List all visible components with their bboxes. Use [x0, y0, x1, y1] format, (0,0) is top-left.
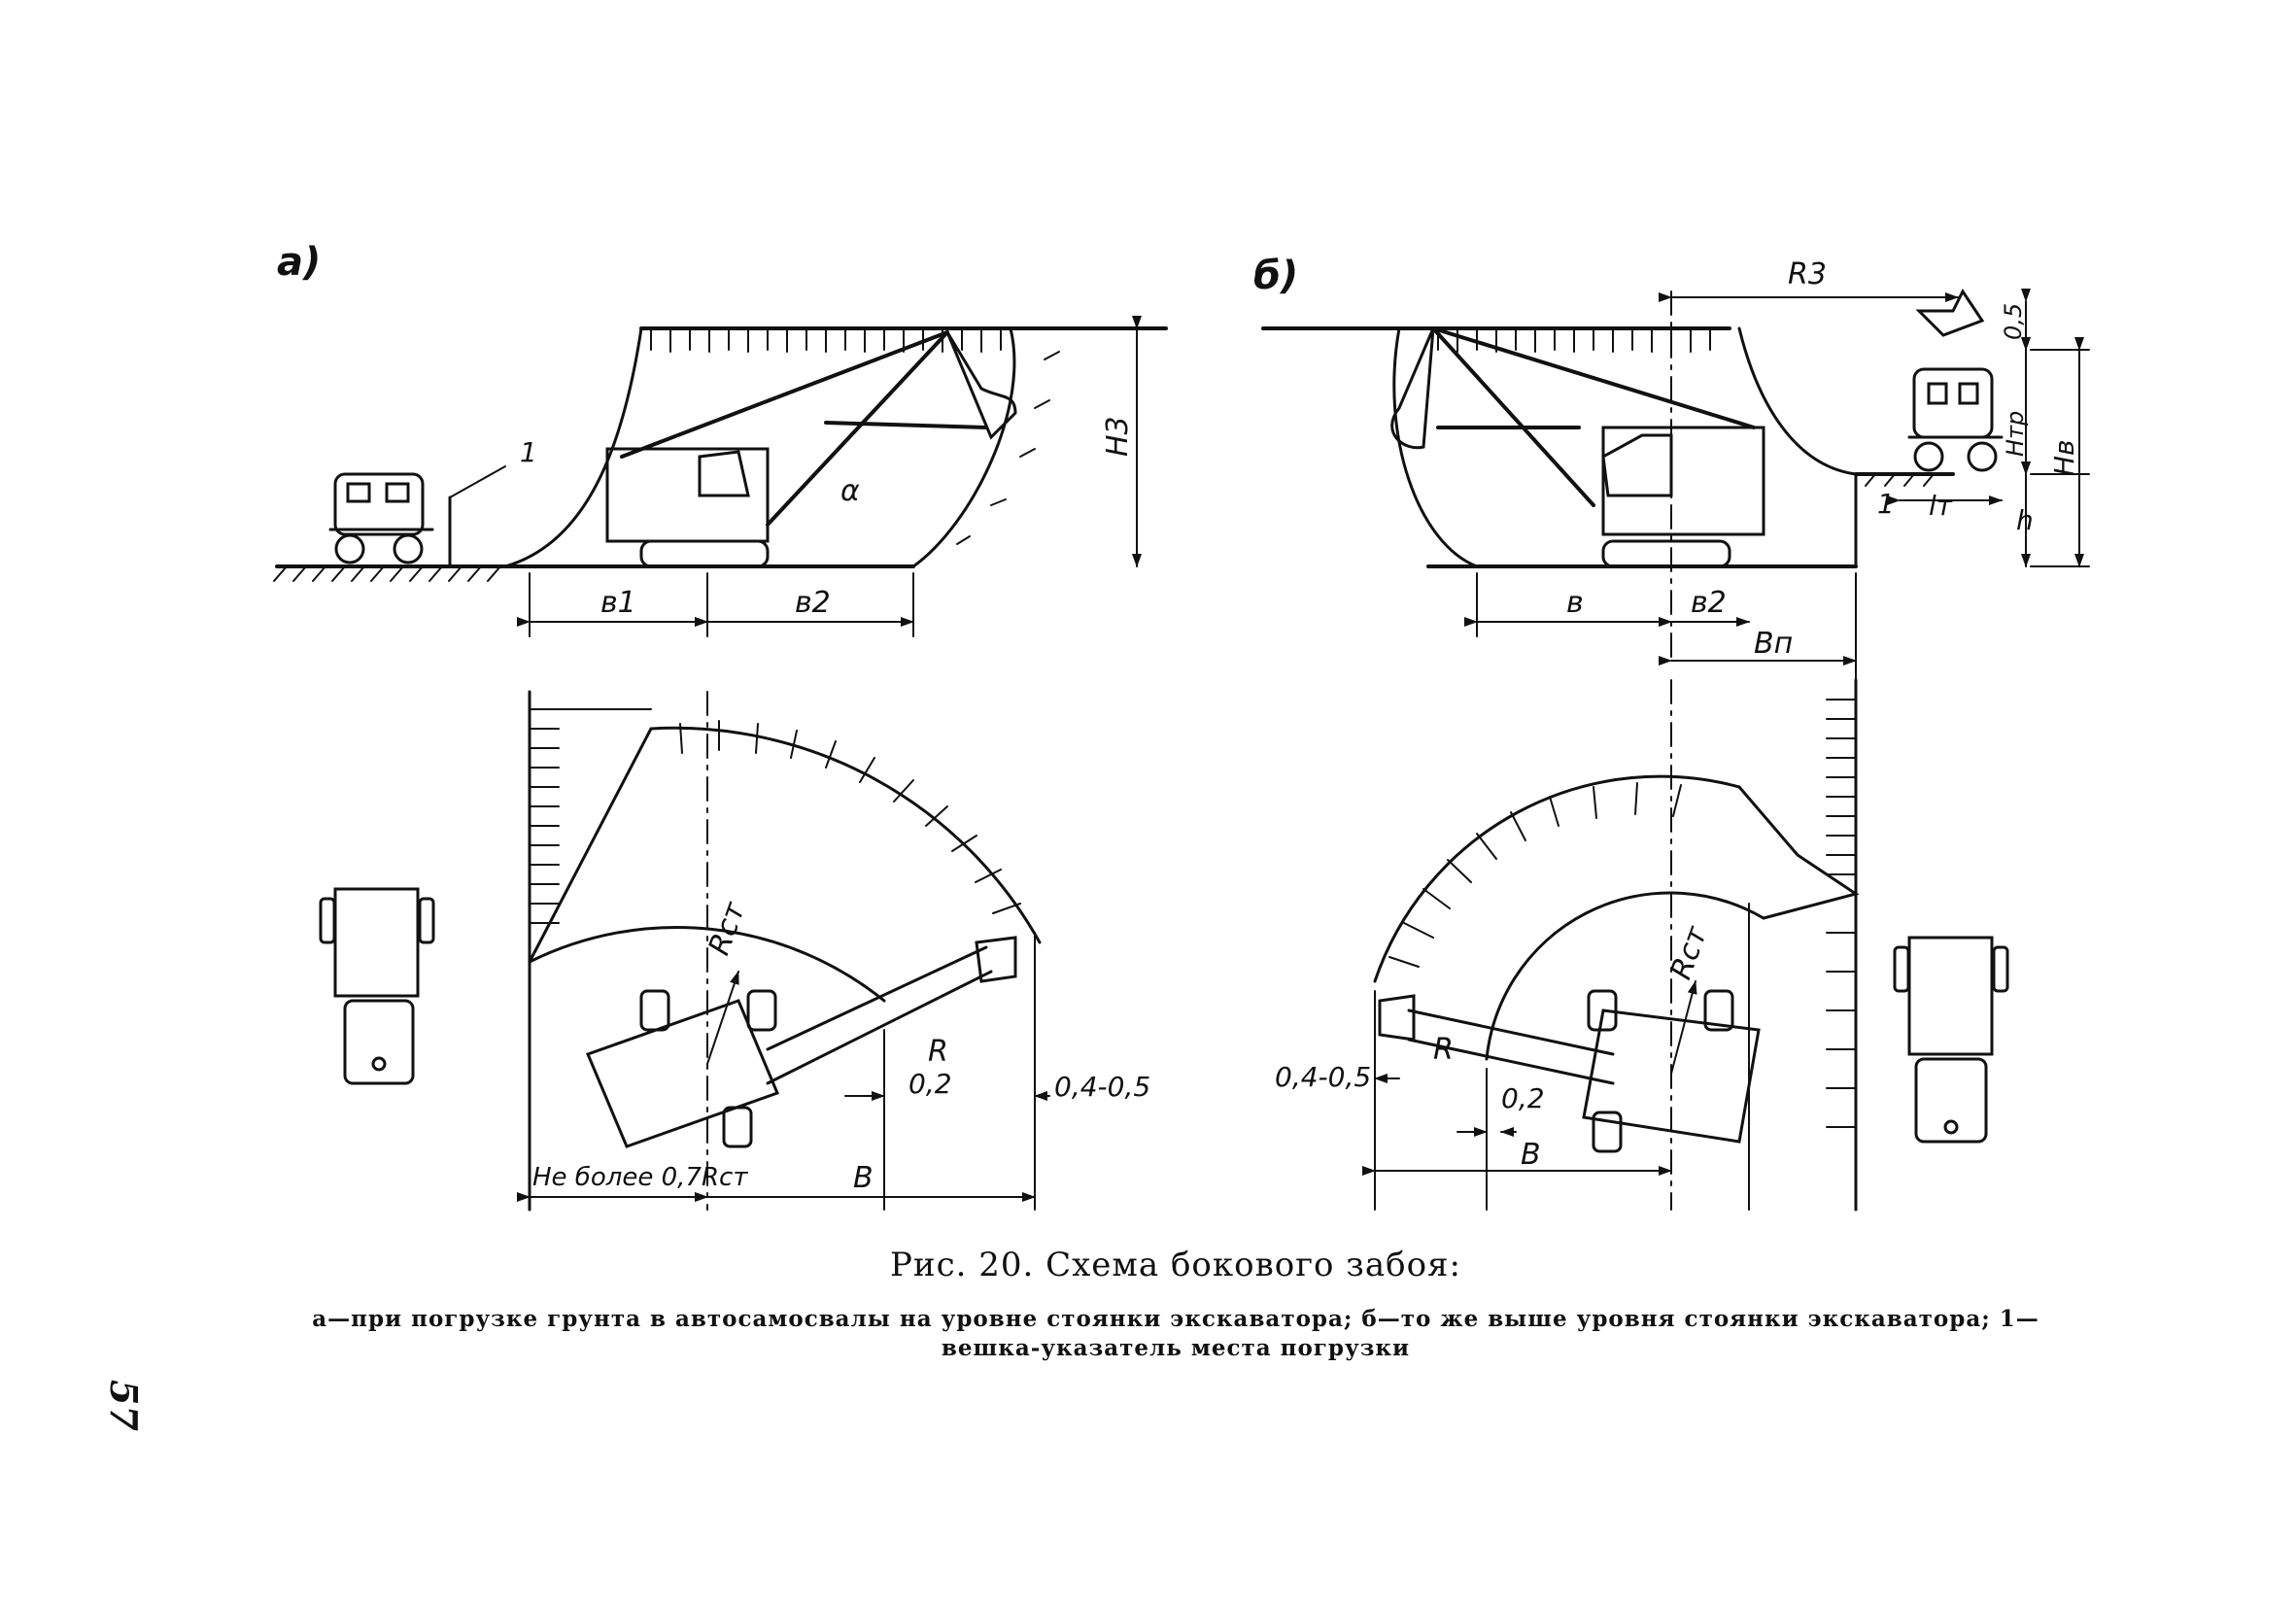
angle-alpha: α	[840, 474, 860, 508]
panel-a-label: а)	[277, 240, 321, 285]
dim-02-a: 0,2	[908, 1068, 952, 1100]
panel-a-section	[273, 316, 1168, 637]
radius-rcm-a: Rст	[703, 897, 753, 960]
truck-plan-b	[1893, 936, 2009, 1144]
dim-h3: Н3	[1101, 416, 1135, 457]
figure-caption-line2: вешка-указатель места погрузки	[941, 1335, 1411, 1361]
radius-r-b: R	[1433, 1033, 1454, 1067]
dim-htr: Нтр	[2002, 411, 2029, 457]
dump-truck-a	[328, 472, 434, 564]
dim-b2-b: в2	[1691, 586, 1727, 620]
truck-plan-a	[319, 887, 435, 1085]
figure-caption-title: Рис. 20. Схема бокового забоя:	[890, 1246, 1461, 1284]
dim-h: h	[2016, 504, 2034, 536]
panel-b-section	[1261, 289, 2090, 681]
panel-a-plan	[319, 690, 1050, 1212]
dim-0405-a: 0,4-0,5	[1054, 1071, 1150, 1103]
radius-r-a: R	[928, 1035, 948, 1069]
excavator-plan-b	[1378, 980, 1761, 1153]
excavator-b	[1390, 326, 1765, 568]
dim-lm: lт	[1929, 490, 1953, 522]
excavator-plan-a	[586, 936, 1017, 1148]
dim-bn: Вп	[1754, 627, 1793, 661]
panel-b-label: б)	[1253, 254, 1298, 298]
marker-number-b: 1	[1877, 488, 1895, 520]
dim-not-more: Не более 0,7Rст	[532, 1163, 748, 1192]
dim-hv: Нв	[2048, 439, 2080, 476]
panel-b-plan	[1362, 678, 2009, 1212]
radius-rcm-b: Rст	[1664, 921, 1715, 984]
dim-0405-b: 0,4-0,5	[1275, 1061, 1371, 1093]
marker-number-a: 1	[520, 436, 537, 468]
dim-05: 0,5	[2000, 303, 2027, 340]
dim-r3: R3	[1788, 257, 1827, 291]
dim-b1: в1	[600, 586, 636, 620]
figure-caption-line1: а—при погрузке грунта в автосамосвалы на…	[312, 1306, 2039, 1332]
dim-b2: в2	[795, 586, 831, 620]
dim-B-b: В	[1521, 1138, 1541, 1172]
page-number: 57	[102, 1380, 146, 1431]
excavator-a	[605, 330, 1017, 568]
dim-02-b: 0,2	[1501, 1082, 1545, 1114]
dump-truck-b	[1907, 289, 2004, 472]
dim-b: в	[1566, 586, 1584, 620]
dim-B-a: В	[853, 1161, 874, 1195]
